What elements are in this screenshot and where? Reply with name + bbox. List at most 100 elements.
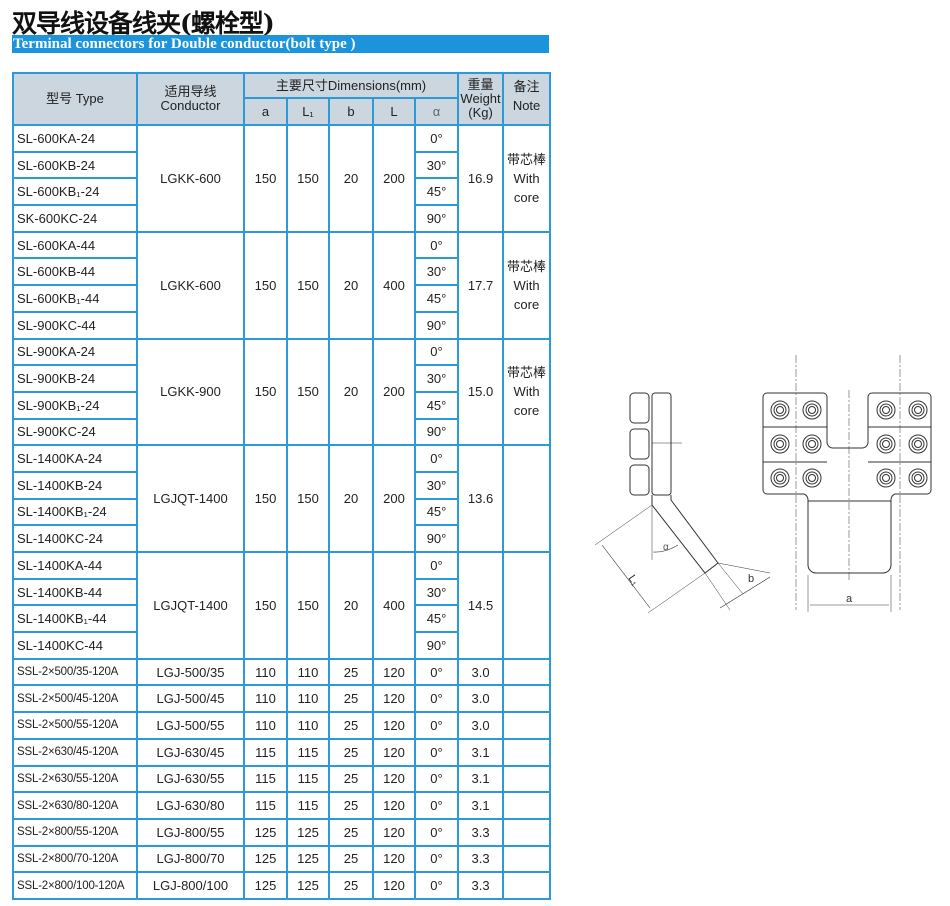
type-cell: SK-600KC-24	[12, 204, 138, 233]
l1-cell: 125	[286, 817, 330, 847]
conductor-cell: LGKK-600	[136, 230, 245, 340]
bolt-hole-icon	[802, 434, 822, 454]
alpha-cell: 0°	[413, 684, 460, 714]
type-cell: SL-1400KB₁-44	[12, 604, 138, 634]
type-cell: SSL-2×630/45-120A	[12, 737, 138, 767]
alpha-label: α	[663, 542, 669, 553]
bolt-hole-icon	[808, 406, 816, 414]
alpha-cell: 0°	[413, 871, 460, 900]
type-cell: SL-600KB-44	[12, 257, 138, 287]
type-cell: SL-600KB₁-44	[12, 284, 138, 313]
l1-label: L₁	[626, 573, 642, 588]
type-cell: SL-600KB₁-24	[12, 177, 138, 207]
conductor-cell: LGJ-500/55	[136, 711, 245, 740]
note-cell	[502, 844, 552, 874]
header-a: a	[243, 97, 288, 126]
note-text: 带芯棒	[507, 151, 547, 167]
alpha-cell: 0°	[413, 737, 460, 767]
alpha-cell: 90°	[413, 204, 460, 233]
header-weight-unit: (Kg)	[468, 105, 493, 120]
dim-l1-cell: 150	[286, 230, 330, 340]
weight-cell: 3.3	[457, 817, 505, 847]
b-cell: 25	[328, 817, 374, 847]
alpha-cell: 0°	[413, 844, 460, 874]
type-cell: SL-1400KC-24	[12, 524, 138, 553]
header-conductor-en: Conductor	[160, 98, 221, 113]
alpha-cell: 30°	[413, 577, 460, 607]
conductor-cell: LGJ-800/100	[136, 871, 245, 900]
dim-l-cell: 200	[372, 124, 416, 233]
alpha-cell: 30°	[413, 470, 460, 500]
weight-cell: 13.6	[457, 444, 505, 553]
type-cell: SSL-2×500/35-120A	[12, 657, 138, 687]
dimension-drawing: α L₁ b a	[594, 355, 932, 614]
l-cell: 120	[372, 791, 416, 820]
alpha-cell: 0°	[413, 817, 460, 847]
alpha-cell: 0°	[413, 444, 460, 473]
type-cell: SSL-2×500/55-120A	[12, 711, 138, 740]
weight-cell: 14.5	[457, 551, 505, 660]
alpha-cell: 90°	[413, 310, 460, 340]
l1-cell: 110	[286, 711, 330, 740]
a-cell: 115	[243, 764, 288, 794]
dim-l1-cell: 150	[286, 337, 330, 447]
bolt-hole-icon	[911, 437, 925, 451]
bolt-hole-icon	[914, 440, 922, 448]
weight-cell: 15.0	[457, 337, 505, 447]
l-cell: 120	[372, 817, 416, 847]
note-text: core	[513, 403, 540, 419]
conductor-cell: LGJ-630/55	[136, 764, 245, 794]
l1-cell: 125	[286, 844, 330, 874]
alpha-cell: 45°	[413, 497, 460, 527]
header-note-cn: 备注	[513, 79, 540, 94]
header-dimensions: 主要尺寸Dimensions(mm)	[242, 72, 460, 99]
front-view: a	[762, 355, 932, 612]
alpha-cell: 0°	[413, 124, 460, 153]
note-text: With	[513, 384, 540, 400]
l-cell: 120	[372, 737, 416, 767]
bolt-hole-icon	[914, 474, 922, 482]
note-cell	[502, 444, 552, 553]
type-cell: SL-600KA-44	[12, 230, 138, 260]
page-title: 双导线设备线夹(螺栓型)	[12, 9, 275, 38]
note-cell	[502, 684, 552, 714]
type-cell: SL-1400KB-44	[12, 577, 138, 607]
alpha-cell: 30°	[413, 364, 460, 393]
dim-l-cell: 400	[372, 230, 416, 340]
page-subtitle-bar: Terminal connectors for Double conductor…	[12, 35, 549, 53]
l-cell: 120	[372, 844, 416, 874]
dim-l1-cell: 150	[286, 551, 330, 660]
conductor-cell: LGKK-600	[136, 124, 245, 233]
bolt-hole-icon	[776, 440, 784, 448]
bolt-hole-icon	[770, 434, 790, 454]
bolt-hole-icon	[802, 400, 822, 420]
dim-a-cell: 150	[243, 444, 288, 553]
weight-cell: 3.3	[457, 844, 505, 874]
dim-b-cell: 20	[328, 444, 374, 553]
note-cell	[502, 551, 552, 660]
dim-a-cell: 150	[243, 337, 288, 447]
bolt-hole-icon	[808, 440, 816, 448]
a-cell: 110	[243, 711, 288, 740]
alpha-cell: 0°	[413, 791, 460, 820]
b-cell: 25	[328, 737, 374, 767]
b-cell: 25	[328, 764, 374, 794]
table-row: SK-600KC-24 90°	[12, 204, 550, 233]
dim-l-cell: 400	[372, 551, 416, 660]
alpha-cell: 0°	[413, 711, 460, 740]
